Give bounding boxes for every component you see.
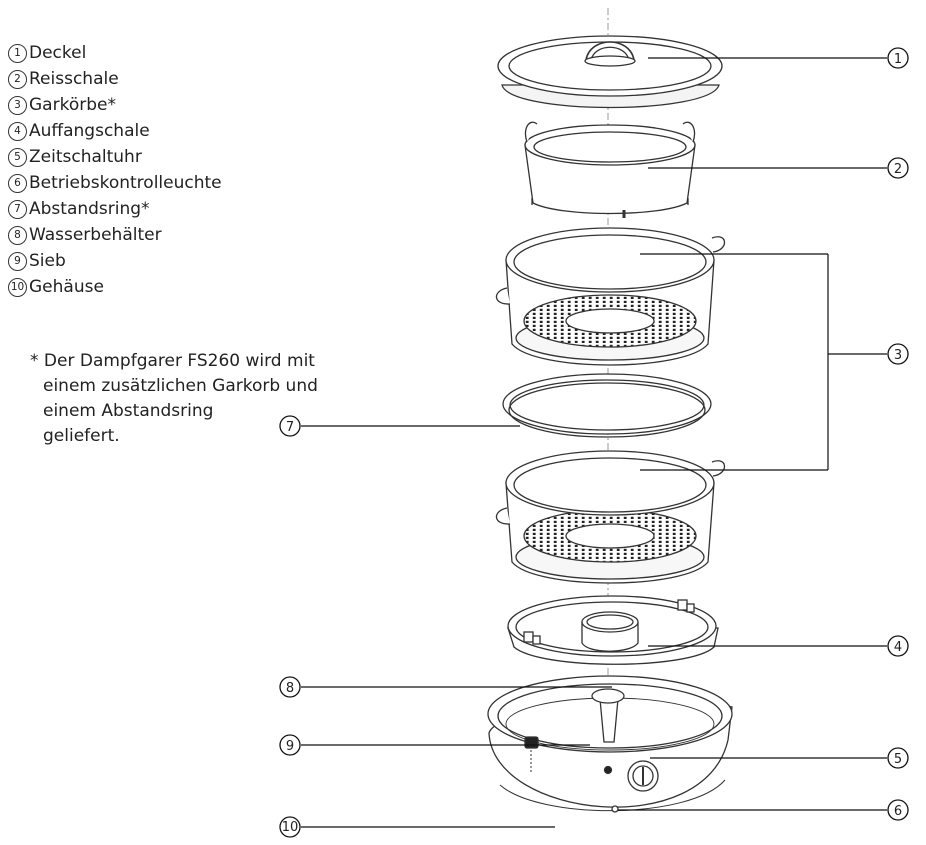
footnote-marker: * <box>30 351 39 371</box>
callout-number-4: 4 <box>894 640 902 655</box>
legend-number-10: 10 <box>8 277 27 297</box>
callout-marker-2 <box>887 157 909 179</box>
legend-number-7: 7 <box>8 199 27 219</box>
callout-number-8: 8 <box>286 681 294 696</box>
legend-number-1: 1 <box>8 43 27 63</box>
callout-number-9: 9 <box>286 739 294 754</box>
callout-marker-10 <box>279 816 301 838</box>
footnote: * Der Dampfgarer FS260 wird mit einem zu… <box>30 349 318 449</box>
callout-marker-7 <box>279 415 301 437</box>
callout-marker-4 <box>887 635 909 657</box>
footnote-line-4: geliefert. <box>43 426 120 446</box>
footnote-line-3: einem Abstandsring <box>43 401 214 421</box>
callout-marker-6 <box>887 799 909 821</box>
water-tank-and-housing-drawing <box>487 675 733 813</box>
callout-lines <box>301 57 887 828</box>
legend-number-8: 8 <box>8 225 27 245</box>
legend-label-4: Auffangschale <box>29 121 150 141</box>
legend-number-5: 5 <box>8 147 27 167</box>
legend-label-3: Garkörbe* <box>29 95 116 115</box>
callout-number-7: 7 <box>286 420 294 435</box>
legend-number-6: 6 <box>8 173 27 193</box>
callout-number-5: 5 <box>894 752 902 767</box>
legend-number-9: 9 <box>8 251 27 271</box>
steaming-basket-bottom-drawing <box>495 450 726 584</box>
footnote-line-1: Der Dampfgarer FS260 wird mit <box>43 351 315 371</box>
callout-number-2: 2 <box>894 162 902 177</box>
callout-number-1: 1 <box>894 52 902 67</box>
callout-markers <box>279 47 909 838</box>
drip-tray-drawing <box>507 595 719 665</box>
callout-marker-8 <box>279 676 301 698</box>
rice-bowl-drawing <box>524 121 696 218</box>
callout-marker-9 <box>279 734 301 756</box>
callout-marker-1 <box>887 47 909 69</box>
legend-label-9: Sieb <box>29 251 66 271</box>
callout-marker-3 <box>887 343 909 365</box>
legend-label-5: Zeitschaltuhr <box>29 147 142 167</box>
legend-number-3: 3 <box>8 95 27 115</box>
lid-drawing <box>497 35 723 109</box>
legend-label-7: Abstandsring* <box>29 199 150 219</box>
legend-label-8: Wasserbehälter <box>29 225 162 245</box>
legend-number-2: 2 <box>8 69 27 89</box>
callout-number-6: 6 <box>894 804 902 819</box>
steaming-basket-top-drawing <box>495 227 726 366</box>
legend-label-6: Betriebskontrolleuchte <box>29 173 222 193</box>
callout-number-3: 3 <box>894 348 902 363</box>
footnote-line-2: einem zusätzlichen Garkorb und <box>43 376 318 396</box>
legend-label-1: Deckel <box>29 43 87 63</box>
legend-number-4: 4 <box>8 121 27 141</box>
legend-label-2: Reisschale <box>29 69 119 89</box>
legend-label-10: Gehäuse <box>29 277 104 297</box>
spacer-ring-drawing <box>502 373 712 438</box>
callout-number-10: 10 <box>282 820 299 835</box>
callout-marker-5 <box>887 747 909 769</box>
